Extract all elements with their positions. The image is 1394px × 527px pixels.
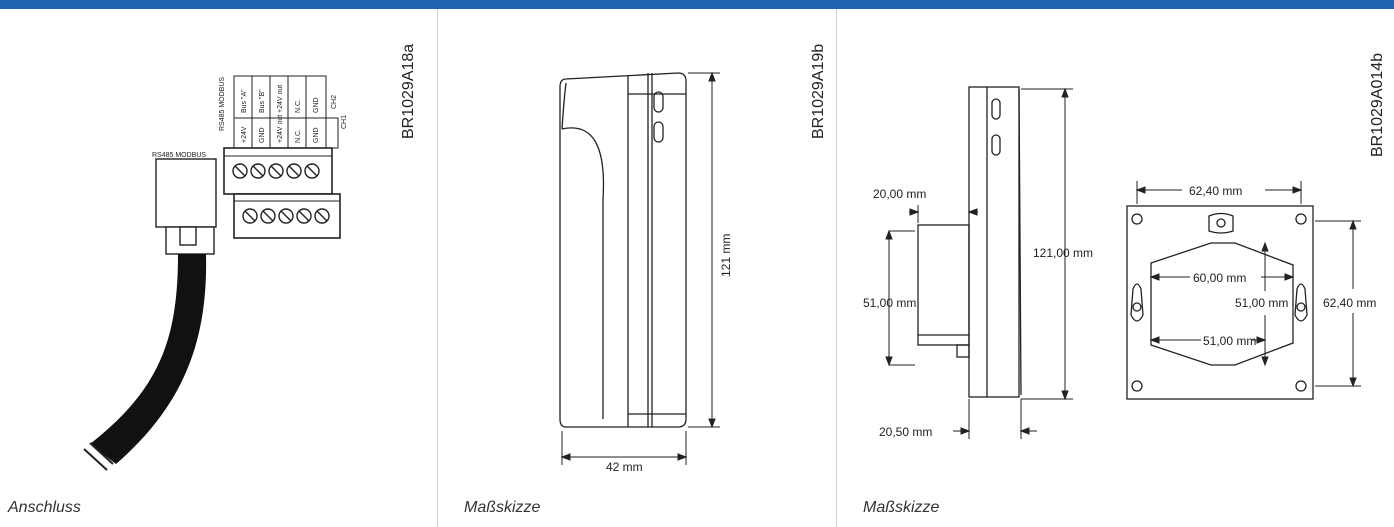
plate-dimension-lines <box>1135 181 1361 388</box>
front-view-drawing: 121 mm 42 mm <box>559 71 733 474</box>
connector-label: RS485 MODBUS <box>152 152 206 159</box>
ch1-terminal-3: +24V out <box>277 115 284 143</box>
rs485-connector <box>155 158 217 255</box>
terminal-block-ch2 <box>223 147 333 195</box>
plate-inner-bottom-width-label: 51,00 mm <box>1203 334 1256 348</box>
height-dimension-line <box>688 71 720 429</box>
panel-caption: Anschluss <box>8 499 81 516</box>
side-dimension-lines <box>885 87 1073 439</box>
top-offset-label: 20,00 mm <box>873 187 926 201</box>
terminal-block-ch1 <box>233 193 341 239</box>
panel-caption: Maßskizze <box>863 499 940 516</box>
accent-bar <box>0 0 1394 9</box>
device-front-outline <box>559 72 687 428</box>
bus-header-label: RS485 MODBUS <box>219 77 226 131</box>
ch2-terminal-4: N.C. <box>295 99 302 113</box>
ch2-terminal-2: Bus "B" <box>259 89 266 113</box>
total-height-label: 121,00 mm <box>1033 246 1093 260</box>
plate-inner-height-label: 51,00 mm <box>1235 296 1288 310</box>
panel-connection: Bus "A" Bus "B" +24V out N.C. GND CH2 +2… <box>0 9 437 527</box>
plate-hole-span-label: 62,40 mm <box>1189 184 1242 198</box>
side-and-plate-drawing: 20,00 mm 51,00 mm 121,00 mm 20,50 mm <box>863 86 1376 439</box>
panel-front-dimensions: 121 mm 42 mm BR1029A19b Maßskizze <box>438 9 836 527</box>
mounting-plate-outline <box>1126 205 1314 400</box>
terminal-label-strip-ch1 <box>233 117 339 149</box>
box-height-label: 51,00 mm <box>863 296 916 310</box>
bottom-offset-label: 20,50 mm <box>879 425 932 439</box>
device-side-outline <box>917 86 1022 398</box>
drawing-code: BR1029A014b <box>1369 52 1386 157</box>
ch2-terminal-1: Bus "A" <box>241 89 248 113</box>
drawing-code: BR1029A18a <box>400 43 417 139</box>
ch2-label: CH2 <box>331 95 338 109</box>
width-dimension-line <box>560 431 688 465</box>
ch1-terminal-2: GND <box>259 127 266 143</box>
ch2-terminal-5: GND <box>313 97 320 113</box>
connection-diagram: Bus "A" Bus "B" +24V out N.C. GND CH2 +2… <box>83 75 348 471</box>
ch1-terminal-5: GND <box>313 127 320 143</box>
panel-divider <box>437 9 438 527</box>
cable-end-marks <box>83 442 114 471</box>
ch1-terminal-4: N.C. <box>295 129 302 143</box>
plate-inner-width-label: 60,00 mm <box>1193 271 1246 285</box>
panel-side-and-plate: 20,00 mm 51,00 mm 121,00 mm 20,50 mm <box>837 9 1394 527</box>
height-dimension-label: 121 mm <box>719 234 733 277</box>
ch2-terminal-3: +24V out <box>277 85 284 113</box>
ch1-label: CH1 <box>341 115 348 129</box>
panel-divider <box>836 9 837 527</box>
panel-caption: Maßskizze <box>464 499 541 516</box>
drawing-code: BR1029A19b <box>810 43 827 139</box>
ch1-terminal-1: +24V <box>241 126 248 143</box>
cable <box>90 254 207 464</box>
plate-outer-height-label: 62,40 mm <box>1323 296 1376 310</box>
width-dimension-label: 42 mm <box>606 460 643 474</box>
